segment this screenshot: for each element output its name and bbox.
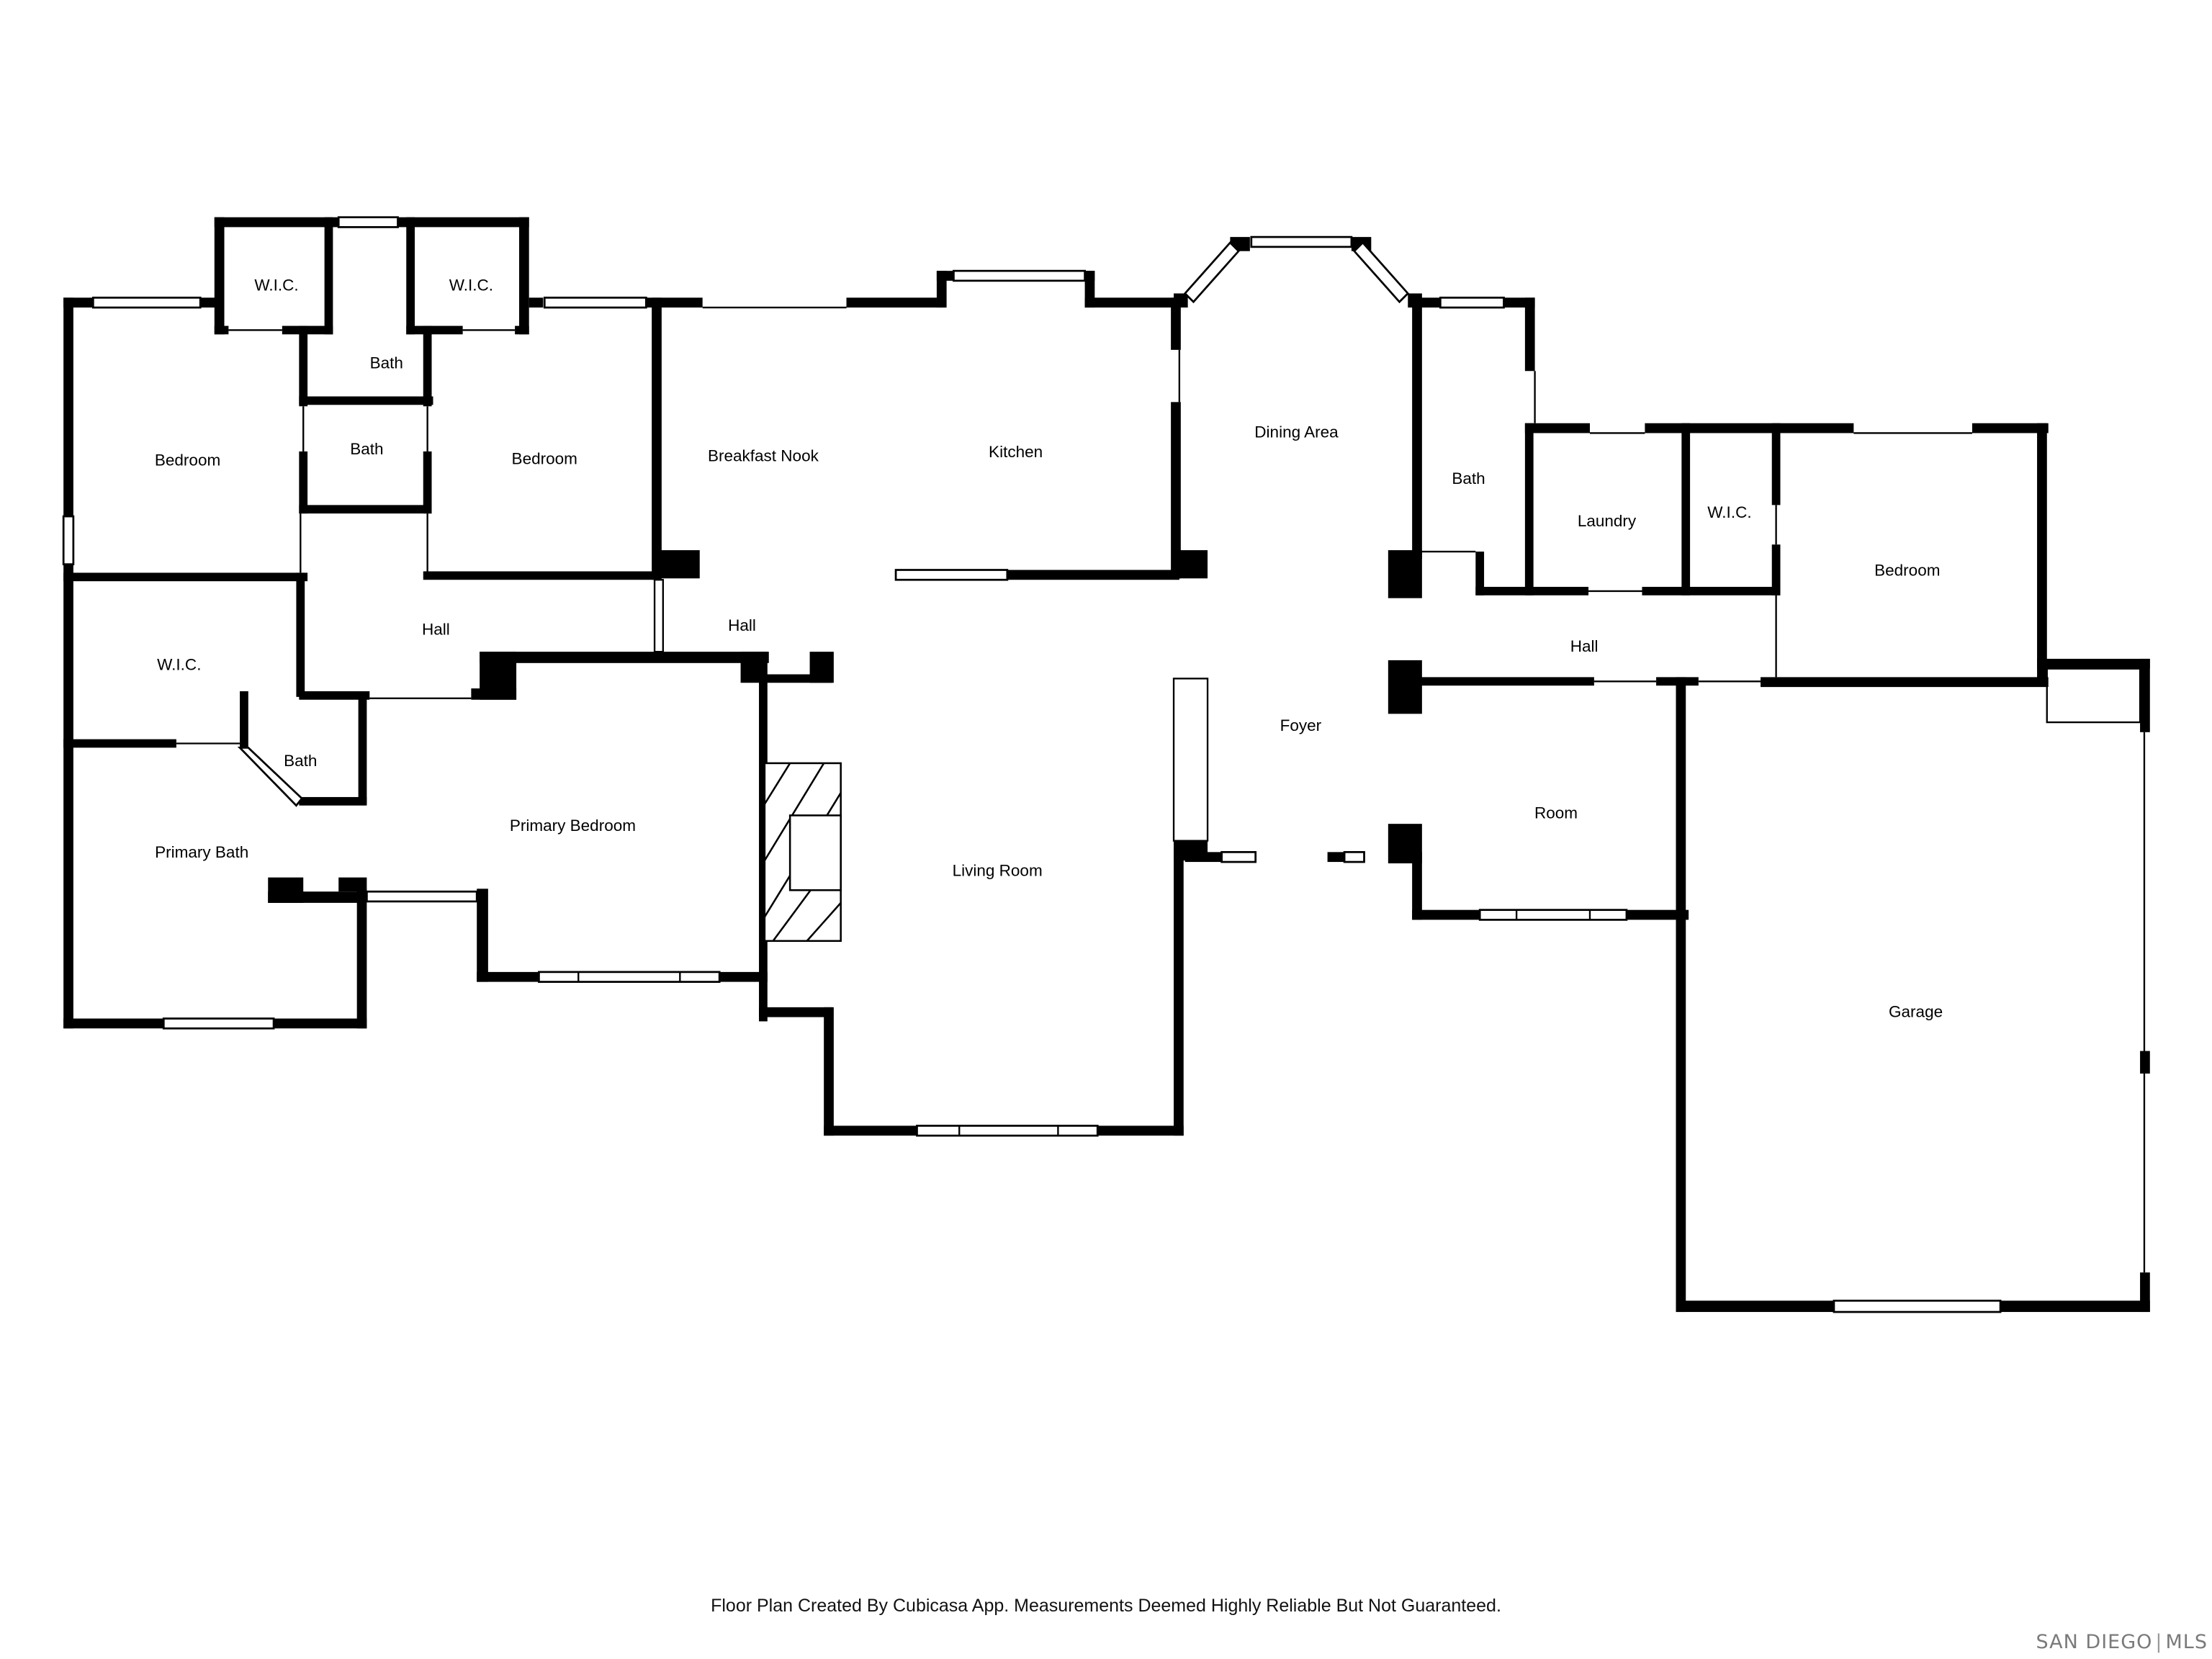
brand-separator: | (2155, 1631, 2163, 1653)
label-bath-top: Bath (370, 354, 403, 372)
label-hall-left: Hall (422, 621, 450, 639)
label-hall-center: Hall (728, 616, 756, 634)
label-bath-mid: Bath (350, 440, 383, 458)
label-kitchen: Kitchen (989, 443, 1043, 461)
walls (63, 217, 2150, 1313)
sdmls-logo: SAN DIEGO|MLS (2036, 1631, 2208, 1653)
thin-lines (176, 306, 2146, 1273)
label-hall-right: Hall (1570, 637, 1599, 655)
brand-left-text: SAN DIEGO (2036, 1631, 2153, 1653)
label-bedroom-right: Bedroom (1874, 561, 1940, 579)
disclaimer-text: Floor Plan Created By Cubicasa App. Meas… (711, 1596, 1501, 1616)
label-laundry: Laundry (1578, 512, 1637, 530)
room-labels: W.I.C. W.I.C. Bath Bath Bedroom Bedroom … (155, 276, 1943, 1021)
label-dining-area: Dining Area (1254, 423, 1339, 441)
label-primary-bedroom: Primary Bedroom (510, 817, 636, 835)
label-room: Room (1534, 804, 1578, 822)
label-primary-bath: Primary Bath (155, 843, 248, 861)
fireplace (763, 762, 842, 943)
label-breakfast-nook: Breakfast Nook (708, 447, 819, 465)
label-living-room: Living Room (953, 862, 1043, 880)
brand-right-text: MLS (2165, 1631, 2208, 1653)
label-bedroom-left: Bedroom (155, 451, 220, 469)
label-wic-left: W.I.C. (157, 656, 201, 674)
label-foyer: Foyer (1280, 716, 1322, 734)
label-garage: Garage (1889, 1003, 1943, 1021)
label-wic-2: W.I.C. (449, 276, 493, 295)
label-bedroom-mid: Bedroom (512, 450, 577, 468)
label-wic-1: W.I.C. (254, 276, 298, 295)
label-bath-right: Bath (1452, 469, 1485, 487)
windows (62, 216, 2002, 1313)
label-bath-small: Bath (284, 752, 317, 770)
label-wic-right: W.I.C. (1707, 503, 1751, 521)
